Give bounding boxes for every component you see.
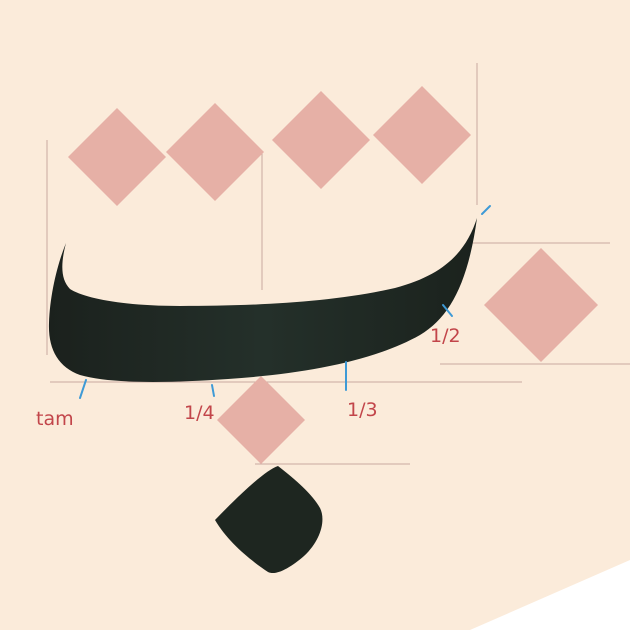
label-third: 1/3	[347, 399, 378, 421]
label-quarter: 1/4	[184, 402, 215, 424]
label-tam: tam	[36, 408, 74, 430]
label-half: 1/2	[430, 325, 461, 347]
